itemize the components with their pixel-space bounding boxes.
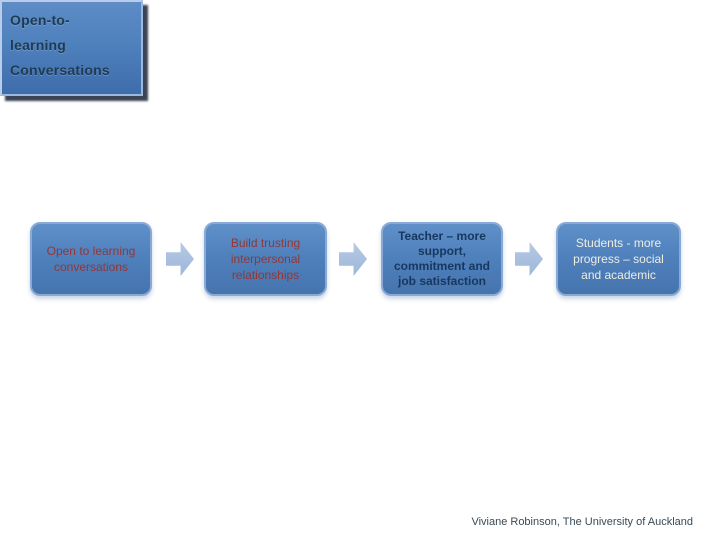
slide-title-line: learning <box>10 37 67 53</box>
slide-title-line: Conversations <box>10 62 110 78</box>
footer-credit: Viviane Robinson, The University of Auck… <box>471 516 693 528</box>
slide-title-line: Open-to- <box>10 12 70 28</box>
flow-box-4: Students - more progress – social and ac… <box>556 222 681 296</box>
flow-box-label: Teacher – more support, commitment and j… <box>393 229 490 288</box>
right-block-arrow-icon <box>515 242 543 276</box>
flow-box-1: Open to learning conversations <box>30 222 152 296</box>
flow-box-3: Teacher – more support, commitment and j… <box>381 222 503 296</box>
right-block-arrow-icon <box>339 242 367 276</box>
flow-box-label: Build trusting interpersonal relationshi… <box>230 236 301 282</box>
flow-box-2: Build trusting interpersonal relationshi… <box>204 222 327 296</box>
slide-title-box: Open-to- learning Conversations <box>0 0 143 96</box>
flow-box-label: Students - more progress – social and ac… <box>573 236 664 282</box>
right-block-arrow-icon <box>166 242 194 276</box>
flow-box-label: Open to learning conversations <box>46 244 136 274</box>
